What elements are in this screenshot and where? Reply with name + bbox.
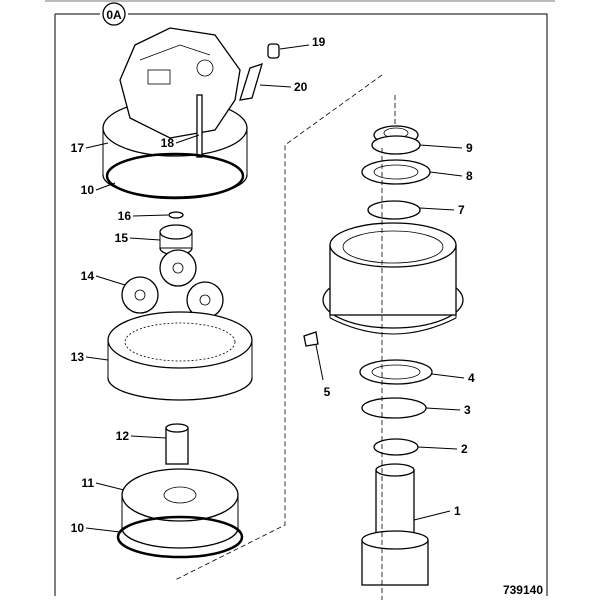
washer-16 [168, 211, 184, 219]
planet-carrier-11 [121, 468, 239, 549]
callout-20: 20 [294, 80, 308, 94]
collar-2 [373, 438, 419, 456]
leader-lines [85, 44, 465, 533]
group-label: 0A [106, 8, 122, 22]
callout-18: 18 [161, 136, 175, 150]
ring-gear-13 [107, 311, 253, 401]
plug-19 [267, 43, 280, 59]
group-label-badge: 0A [102, 2, 126, 26]
housing [322, 222, 464, 335]
sun-gear-15 [159, 224, 193, 256]
callout-3: 3 [464, 403, 471, 417]
callout-10-upper: 10 [81, 183, 95, 197]
callout-4: 4 [468, 371, 475, 385]
callout-8: 8 [466, 169, 473, 183]
bearing-8 [361, 159, 431, 185]
callout-12: 12 [116, 429, 130, 443]
frame-border [54, 13, 548, 596]
plug-5 [303, 331, 319, 347]
figure-number: 739140 [503, 583, 543, 597]
o-ring-10-upper [105, 152, 245, 200]
callout-5: 5 [324, 385, 331, 399]
assembly-centerlines [174, 74, 396, 600]
callout-2: 2 [461, 442, 468, 456]
ring-7 [367, 200, 421, 220]
pinion-shaft-1 [361, 463, 429, 586]
ring-3 [361, 397, 427, 419]
planet-gears-14 [121, 249, 224, 319]
callout-17: 17 [71, 141, 85, 155]
callout-11: 11 [81, 476, 94, 490]
callout-10-lower: 10 [71, 521, 85, 535]
sun-gear-12 [165, 423, 189, 465]
callout-1: 1 [454, 504, 461, 518]
swing-motor [102, 27, 248, 198]
seal-9 [371, 125, 421, 155]
callout-19: 19 [312, 35, 326, 49]
callout-14: 14 [81, 269, 95, 283]
callout-13: 13 [71, 350, 85, 364]
pin-20 [239, 62, 263, 101]
callout-7: 7 [458, 203, 465, 217]
bearing-4 [359, 359, 433, 385]
o-ring-10-lower [116, 515, 244, 559]
callout-9: 9 [466, 141, 473, 155]
callout-16: 16 [118, 209, 132, 223]
callout-15: 15 [115, 231, 129, 245]
